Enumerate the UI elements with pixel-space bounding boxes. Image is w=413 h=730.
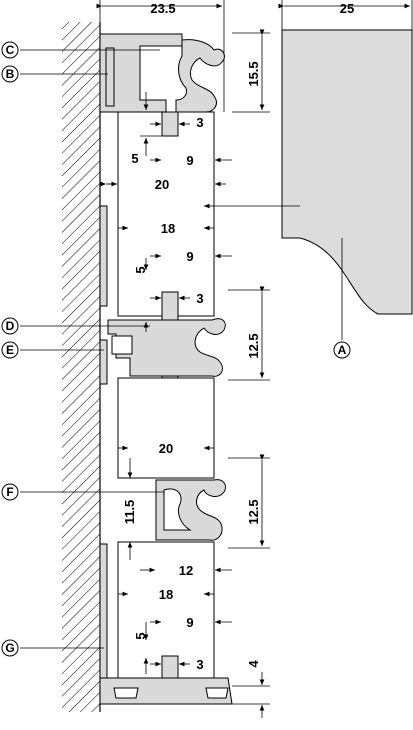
upper-insert (161, 111, 179, 137)
svg-text:D: D (6, 319, 15, 333)
svg-text:F: F (6, 485, 13, 499)
side-panel (281, 29, 413, 315)
callout-f: F (1, 483, 19, 501)
callout-b: B (1, 65, 19, 83)
internal-dimension-lines (100, 92, 300, 718)
dim-height-11-5: 11.5 (122, 500, 137, 525)
dim-mid-offset: 5 (133, 266, 148, 273)
dim-width-18-upper: 18 (161, 221, 175, 236)
callout-e: E (1, 341, 19, 359)
dim-top-width: 23.5 (150, 1, 175, 16)
svg-text:E: E (6, 343, 14, 357)
svg-text:C: C (6, 43, 15, 57)
callout-leaders (20, 49, 343, 649)
bottom-panel-left-edge (99, 543, 108, 679)
svg-text:A: A (338, 343, 347, 357)
dim-height-12-5-upper: 12.5 (246, 333, 261, 358)
dim-width-18-lower: 18 (159, 587, 173, 602)
callout-g: G (1, 639, 19, 657)
dim-mid-nine: 9 (186, 249, 193, 264)
dim-height-12-5-lower: 12.5 (246, 499, 261, 524)
dim-top-offset: 5 (131, 151, 138, 166)
dim-mid-gap: 3 (196, 291, 203, 306)
dim-width-12: 12 (179, 563, 193, 578)
dim-width-20-upper: 20 (155, 177, 169, 192)
bottom-panel (117, 541, 215, 679)
upper-panel (117, 111, 215, 317)
dim-panel-width: 25 (340, 1, 354, 16)
lower-panel (117, 377, 215, 479)
dim-bottom-height: 4 (246, 660, 261, 668)
dim-bottom-offset: 5 (133, 632, 148, 639)
lower-mid-rail (155, 479, 227, 541)
top-rail-profile (99, 33, 225, 113)
callout-d: D (1, 317, 19, 335)
dim-bottom-nine: 9 (186, 615, 193, 630)
callout-c: C (1, 41, 19, 59)
svg-text:G: G (5, 641, 14, 655)
dim-top-height: 15.5 (246, 61, 261, 86)
dim-width-20-lower: 20 (159, 441, 173, 456)
upper-panel-left-edge (99, 205, 108, 307)
dim-bottom-gap: 3 (196, 657, 203, 672)
dim-top-nine: 9 (186, 153, 193, 168)
bottom-rail-profile (99, 655, 233, 705)
svg-text:B: B (6, 67, 15, 81)
dim-top-gap: 3 (196, 115, 203, 130)
callout-a: A (333, 341, 351, 359)
wall-hatching (62, 22, 101, 712)
